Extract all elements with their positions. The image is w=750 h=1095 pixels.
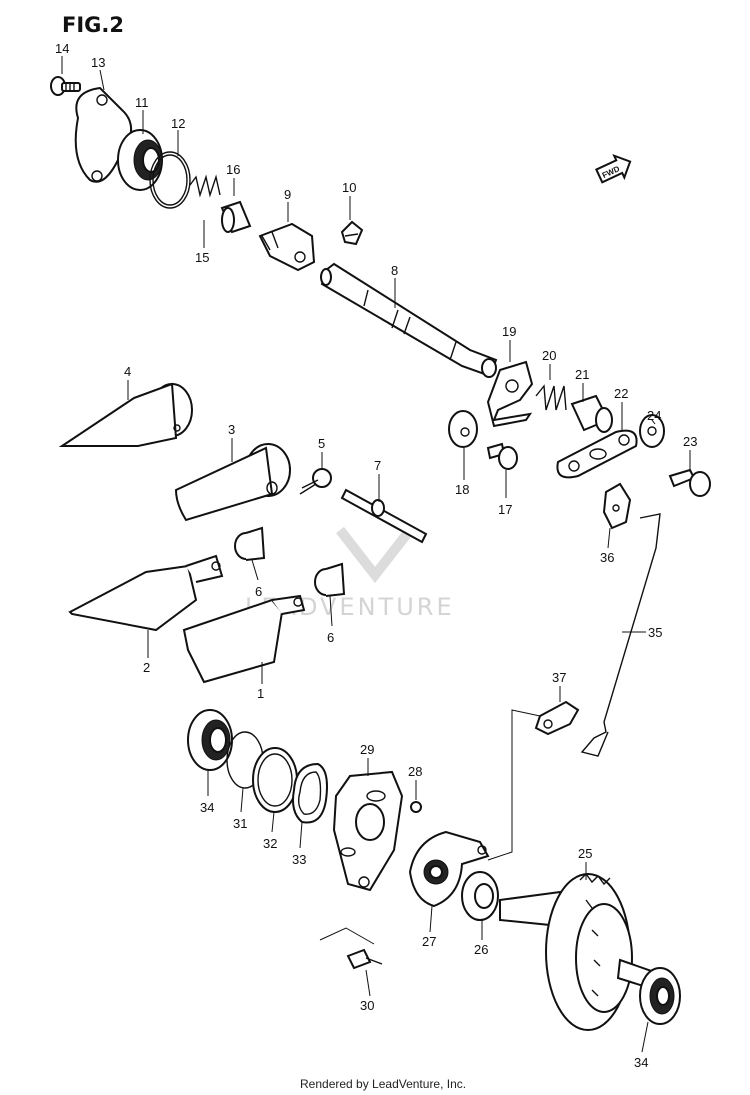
callout-34a: 34 xyxy=(200,800,214,815)
callout-10: 10 xyxy=(342,180,356,195)
callout-6b: 6 xyxy=(327,630,334,645)
callout-36: 36 xyxy=(600,550,614,565)
part-23-bolt xyxy=(668,468,711,497)
callout-34b: 34 xyxy=(634,1055,648,1070)
part-29-plate xyxy=(332,770,404,892)
callout-20: 20 xyxy=(542,348,556,363)
callout-9: 9 xyxy=(284,187,291,202)
part-6-bushing-a xyxy=(234,526,266,561)
part-9-fork xyxy=(258,222,316,272)
callout-25: 25 xyxy=(578,846,592,861)
part-19-lever xyxy=(486,360,534,428)
part-27-lever xyxy=(408,830,490,908)
part-25-gear xyxy=(499,872,662,1031)
part-8-shaft xyxy=(320,262,498,378)
part-21-collar xyxy=(570,394,613,433)
callout-15: 15 xyxy=(195,250,209,265)
callout-31: 31 xyxy=(233,816,247,831)
part-37-clip xyxy=(534,700,580,736)
part-7-pin xyxy=(340,488,428,544)
callout-11: 11 xyxy=(135,95,149,110)
leader-lines xyxy=(61,56,691,1053)
part-12-ring xyxy=(149,151,191,209)
callout-28: 28 xyxy=(408,764,422,779)
callout-32: 32 xyxy=(263,836,277,851)
callout-19: 19 xyxy=(502,324,516,339)
part-28-ball xyxy=(410,801,422,813)
callout-14: 14 xyxy=(55,41,69,56)
callout-24: 24 xyxy=(647,408,661,423)
callout-2: 2 xyxy=(143,660,150,675)
part-15-spring xyxy=(189,174,221,198)
part-33-gasket xyxy=(292,762,328,824)
part-2-valve xyxy=(68,554,224,632)
part-5-screw xyxy=(299,468,332,495)
callout-5: 5 xyxy=(318,436,325,451)
part-26-bearing xyxy=(461,871,499,921)
callout-21: 21 xyxy=(575,367,589,382)
callout-29: 29 xyxy=(360,742,374,757)
forward-arrow-icon: FWD xyxy=(595,153,632,184)
callout-35: 35 xyxy=(648,625,662,640)
part-17-bolt xyxy=(486,442,518,470)
callout-26: 26 xyxy=(474,942,488,957)
footer-credit: Rendered by LeadVenture, Inc. xyxy=(300,1077,466,1091)
figure-title: FIG.2 xyxy=(62,13,124,37)
part-20-spring xyxy=(535,384,567,411)
callout-labels: 14 13 11 12 16 15 9 10 8 19 20 21 22 24 … xyxy=(55,41,697,1070)
part-14-bolt xyxy=(50,76,81,96)
part-3-valve xyxy=(174,443,291,522)
part-24-washer xyxy=(639,414,665,448)
callout-33: 33 xyxy=(292,852,306,867)
part-1-valve xyxy=(182,594,306,684)
part-10-screw xyxy=(340,220,364,246)
callout-8: 8 xyxy=(391,263,398,278)
callout-17: 17 xyxy=(498,502,512,517)
callout-16: 16 xyxy=(226,162,240,177)
callout-4: 4 xyxy=(124,364,131,379)
part-16-collar xyxy=(220,200,252,234)
part-32-ring xyxy=(252,747,298,813)
callout-22: 22 xyxy=(614,386,628,401)
callout-1: 1 xyxy=(257,686,264,701)
callout-23: 23 xyxy=(683,434,697,449)
part-36-clip xyxy=(602,482,632,530)
part-18-washer xyxy=(448,410,478,448)
part-35-rod xyxy=(580,513,661,757)
part-30-screw xyxy=(346,948,383,970)
callout-30: 30 xyxy=(360,998,374,1013)
callout-27: 27 xyxy=(422,934,436,949)
callout-18: 18 xyxy=(455,482,469,497)
callout-6a: 6 xyxy=(255,584,262,599)
part-4-valve xyxy=(58,382,193,447)
callout-13: 13 xyxy=(91,55,105,70)
part-34-bearing-b xyxy=(639,967,681,1025)
part-22-plate xyxy=(556,429,638,479)
callout-7: 7 xyxy=(374,458,381,473)
callout-3: 3 xyxy=(228,422,235,437)
part-6-bushing-b xyxy=(314,562,346,597)
callout-12: 12 xyxy=(171,116,185,131)
callout-37: 37 xyxy=(552,670,566,685)
part-34-bearing-a xyxy=(187,709,233,771)
